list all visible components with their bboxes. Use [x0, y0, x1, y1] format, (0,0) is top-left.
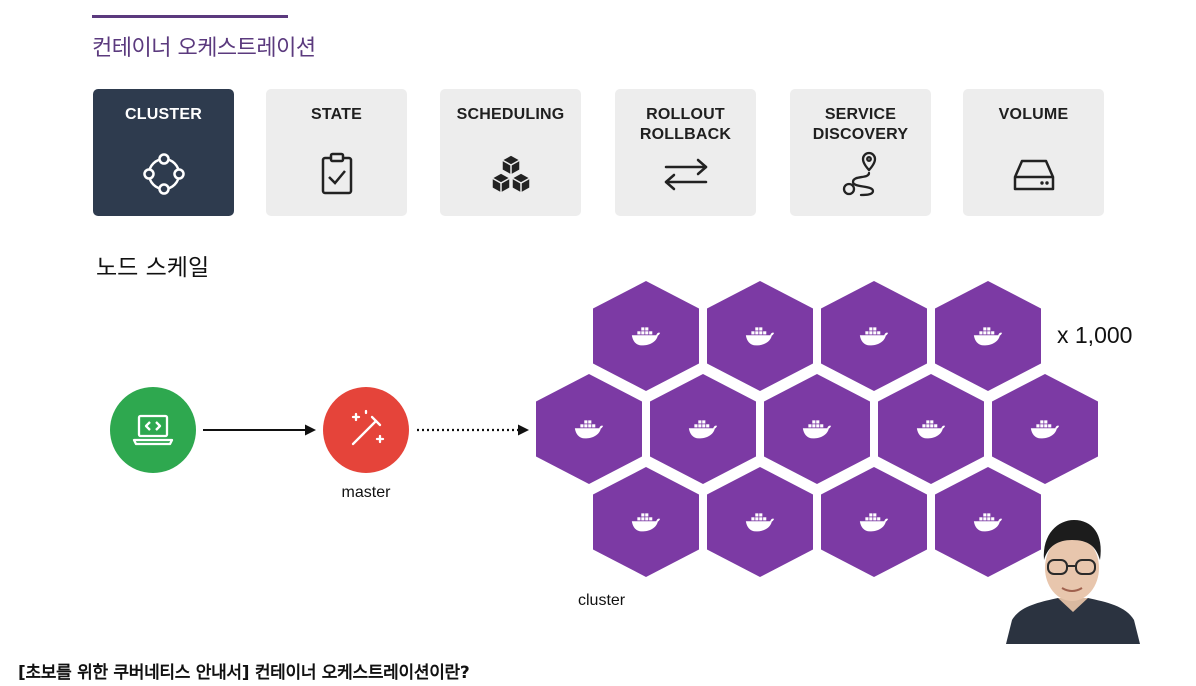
worker-node: [707, 281, 813, 391]
client-node: [110, 387, 196, 473]
worker-node: [764, 374, 870, 484]
arrow-head: [518, 424, 529, 436]
worker-node: [935, 281, 1041, 391]
card-label: STATE: [310, 106, 363, 123]
video-caption: [초보를 위한 쿠버네티스 안내서] 컨테이너 오케스트레이션이란?: [18, 663, 470, 683]
worker-node: [650, 374, 756, 484]
boxes-icon: [490, 154, 531, 194]
card-scheduling: SCHEDULING: [440, 89, 581, 216]
slide-title: 컨테이너 오케스트레이션: [92, 36, 316, 61]
worker-node: [878, 374, 984, 484]
scale-label: x 1,000: [1057, 322, 1132, 348]
cluster-label: cluster: [578, 592, 626, 609]
worker-node: [821, 281, 927, 391]
swap-arrows-icon: [664, 158, 707, 191]
arrow-head: [305, 424, 316, 436]
worker-node: [821, 467, 927, 577]
worker-node: [593, 467, 699, 577]
cluster-hex-grid: [536, 281, 1098, 577]
card-label: SERVICE DISCOVERY: [812, 106, 909, 143]
laptop-code-icon: [132, 414, 174, 446]
card-volume: VOLUME: [963, 89, 1104, 216]
architecture-diagram: master x 1,000 cluster: [110, 281, 1132, 609]
worker-node: [536, 374, 642, 484]
worker-node: [707, 467, 813, 577]
slide: 컨테이너 오케스트레이션 CLUSTER STATE SCHEDULING: [92, 15, 1140, 644]
section-title: 노드 스케일: [96, 255, 210, 281]
card-label: VOLUME: [998, 106, 1069, 123]
worker-node: [593, 281, 699, 391]
cluster-icon: [142, 153, 185, 195]
card-label: ROLLOUT ROLLBACK: [639, 106, 732, 143]
card-cluster: CLUSTER: [93, 89, 234, 216]
card-label: CLUSTER: [125, 106, 202, 123]
master-label: master: [342, 484, 392, 501]
worker-node: [992, 374, 1098, 484]
card-rollout-rollback: ROLLOUT ROLLBACK: [615, 89, 756, 216]
drive-icon: [1013, 159, 1054, 191]
presenter-video: [1006, 520, 1140, 644]
title-rule: [92, 15, 288, 18]
route-pin-icon: [842, 151, 876, 197]
worker-node: [935, 467, 1041, 577]
card-service-discovery: SERVICE DISCOVERY: [790, 89, 931, 216]
magic-wand-icon: [351, 409, 385, 446]
card-state: STATE: [266, 89, 407, 216]
clipboard-check-icon: [321, 152, 352, 195]
card-label: SCHEDULING: [456, 106, 565, 123]
